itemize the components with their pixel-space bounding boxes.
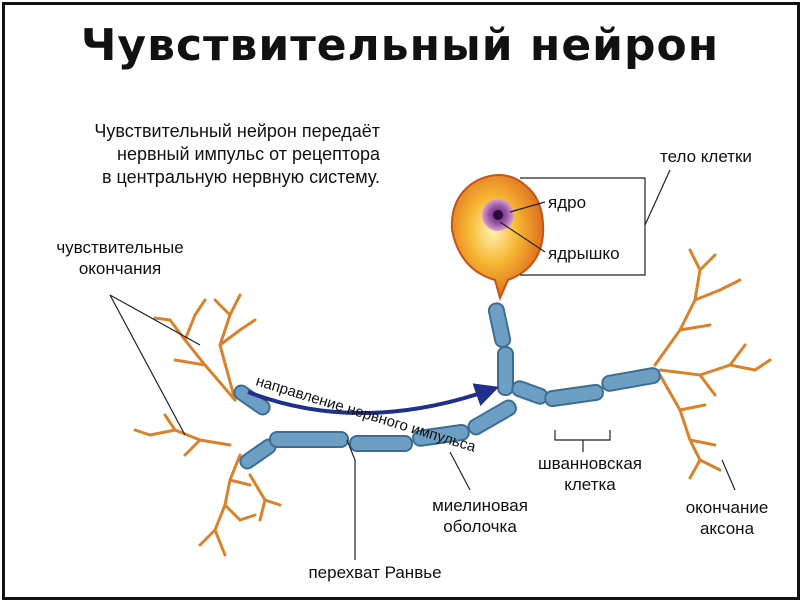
myelin-sheath-label: миелиновая оболочка [432, 496, 528, 536]
description-line: нервный импульс от рецептора [117, 144, 380, 164]
pointer-lines [109, 169, 736, 560]
description-line: Чувствительный нейрон передаёт [94, 121, 380, 141]
impulse-arrow [247, 383, 500, 415]
axon-ending-label: окончание аксона [685, 498, 769, 538]
nucleolus-label: ядрышко [548, 244, 620, 263]
axon-terminal-branches [653, 248, 772, 480]
ranvier-node-label: перехват Ранвье [308, 563, 442, 582]
sensory-endings-label: чувствительные окончания [56, 238, 184, 278]
sensory-dendrites [133, 293, 282, 557]
nucleolus-icon [493, 210, 503, 220]
nucleus-label: ядро [548, 193, 587, 212]
axon [233, 302, 661, 470]
page-title: Чувствительный нейрон [80, 20, 720, 71]
cell-body-label: тело клетки [660, 147, 752, 166]
cell-body [450, 174, 545, 301]
schwann-cell-label: шванновская клетка [538, 454, 642, 494]
description-line: в центральную нервную систему. [101, 167, 380, 187]
description: Чувствительный нейрон передаёт нервный и… [40, 120, 380, 189]
